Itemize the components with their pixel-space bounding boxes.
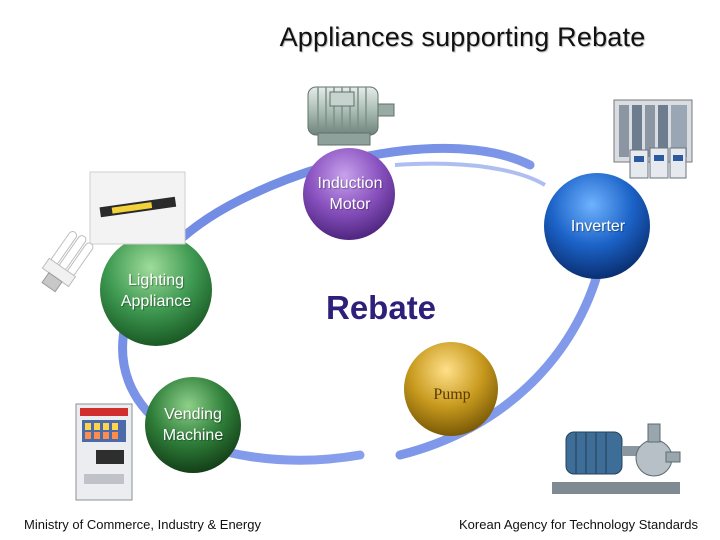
vending-machine-label: Vending Machine [142, 404, 244, 446]
induction-motor-label-line2: Motor [329, 196, 371, 213]
inverter-label: Inverter [546, 216, 650, 237]
vending-machine-icon [75, 403, 133, 501]
pump-icon [552, 423, 681, 494]
footer-left: Ministry of Commerce, Industry & Energy [24, 517, 261, 532]
cfl-bulb-icon [41, 231, 94, 293]
induction-motor-label: Induction Motor [302, 173, 398, 215]
vending-label-line1: Vending [164, 406, 222, 423]
vending-label-line2: Machine [162, 427, 224, 444]
motor-icon [307, 86, 395, 146]
vending-machine-node [145, 377, 241, 473]
lighting-label-line2: Appliance [120, 293, 192, 310]
pump-label: Pump [410, 384, 494, 405]
induction-motor-node [303, 148, 395, 240]
fluorescent-fixture-icon [89, 171, 186, 245]
lighting-appliance-node [100, 234, 212, 346]
inverter-panel-icon [613, 99, 693, 179]
footer-right: Korean Agency for Technology Standards [459, 517, 698, 532]
lighting-appliance-label: Lighting Appliance [100, 270, 212, 312]
inverter-node [544, 173, 650, 279]
lighting-label-line1: Lighting [127, 272, 185, 289]
rebate-center-label: Rebate [326, 289, 437, 326]
inverter-label-line1: Inverter [570, 218, 626, 235]
induction-motor-label-line1: Induction [317, 175, 383, 192]
pump-node [404, 342, 498, 436]
pump-label-line1: Pump [433, 386, 471, 403]
slide-title: Appliances supporting Rebate [279, 22, 646, 52]
